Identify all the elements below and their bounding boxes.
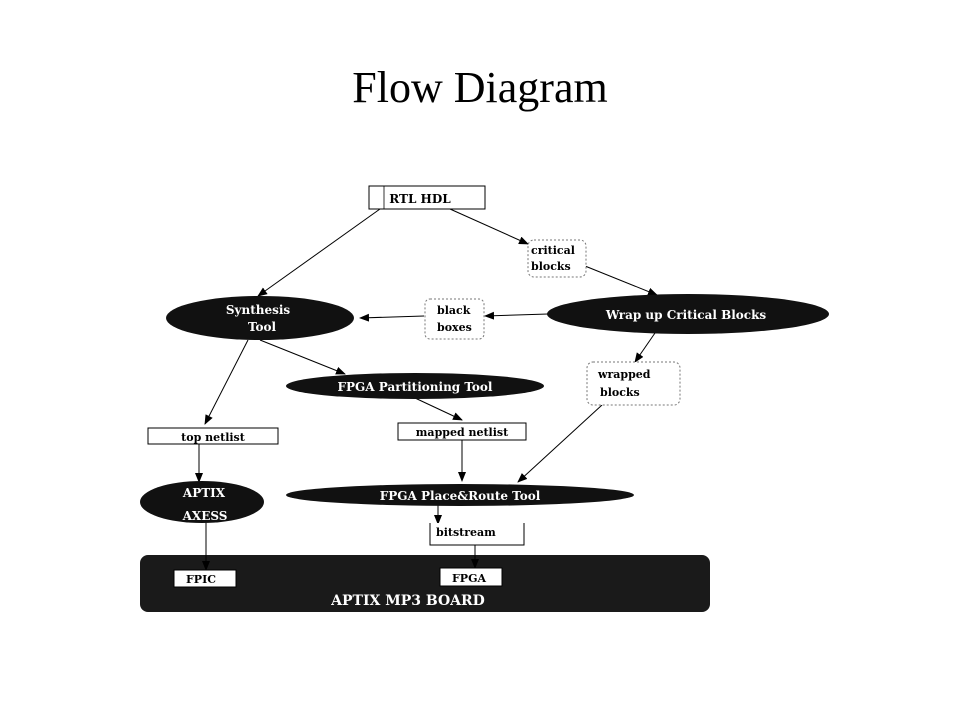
mapped-netlist-label: mapped netlist — [416, 426, 509, 439]
edge-wrap-to-wrapped — [634, 332, 656, 363]
node-synthesis-tool: Synthesis Tool — [166, 296, 354, 340]
node-top-netlist: top netlist — [147, 427, 279, 445]
wrap-label: Wrap up Critical Blocks — [605, 308, 767, 322]
node-aptix-axess: APTIX AXESS — [140, 481, 264, 523]
node-mapped-netlist: mapped netlist — [397, 422, 527, 441]
black-line-1: black — [437, 304, 471, 317]
fpga-label: FPGA — [452, 572, 486, 585]
slide-title: Flow Diagram — [352, 63, 608, 112]
fpic-label: FPIC — [186, 573, 216, 586]
node-wrap-critical-blocks: Wrap up Critical Blocks — [547, 294, 829, 334]
wrapped-line-2: blocks — [600, 386, 640, 399]
rtl-hdl-label: RTL HDL — [389, 192, 451, 206]
synthesis-line-2: Tool — [248, 320, 277, 334]
synthesis-line-1: Synthesis — [226, 303, 291, 317]
partition-label: FPGA Partitioning Tool — [338, 380, 493, 394]
edge-wrapped-to-placeroute — [517, 404, 603, 483]
black-line-2: boxes — [437, 321, 472, 334]
critical-line-1: critical — [531, 244, 575, 257]
node-fpga-partitioning-tool: FPGA Partitioning Tool — [286, 373, 544, 399]
edges — [195, 208, 658, 571]
top-netlist-label: top netlist — [181, 431, 246, 444]
node-fpic: FPIC — [173, 569, 237, 588]
edge-synthesis-to-partition — [259, 339, 346, 375]
node-fpga: FPGA — [439, 567, 503, 587]
node-bitstream: bitstream — [429, 523, 525, 546]
node-black-boxes: black boxes — [424, 298, 485, 340]
bitstream-label: bitstream — [436, 526, 496, 539]
edge-rtl-to-critical — [449, 208, 529, 245]
node-wrapped-blocks: wrapped blocks — [586, 361, 681, 406]
edge-black-to-synthesis — [359, 313, 425, 322]
aptix-board: APTIX MP3 BOARD — [140, 555, 710, 612]
aptix-line-1: APTIX — [182, 486, 226, 500]
node-rtl-hdl: RTL HDL — [368, 185, 486, 210]
node-critical-blocks: critical blocks — [527, 239, 587, 278]
aptix-line-2: AXESS — [182, 509, 228, 523]
edge-rtl-to-synthesis — [257, 208, 381, 297]
edge-synthesis-to-topnetlist — [204, 339, 249, 425]
critical-line-2: blocks — [531, 260, 571, 273]
place-route-label: FPGA Place&Route Tool — [380, 489, 541, 503]
wrapped-line-1: wrapped — [597, 368, 651, 381]
edge-wrap-to-black — [484, 311, 549, 320]
edge-partition-to-mapped — [414, 397, 463, 421]
edge-critical-to-wrap — [584, 265, 658, 296]
board-label: APTIX MP3 BOARD — [330, 593, 485, 609]
node-fpga-place-route-tool: FPGA Place&Route Tool — [286, 484, 634, 506]
